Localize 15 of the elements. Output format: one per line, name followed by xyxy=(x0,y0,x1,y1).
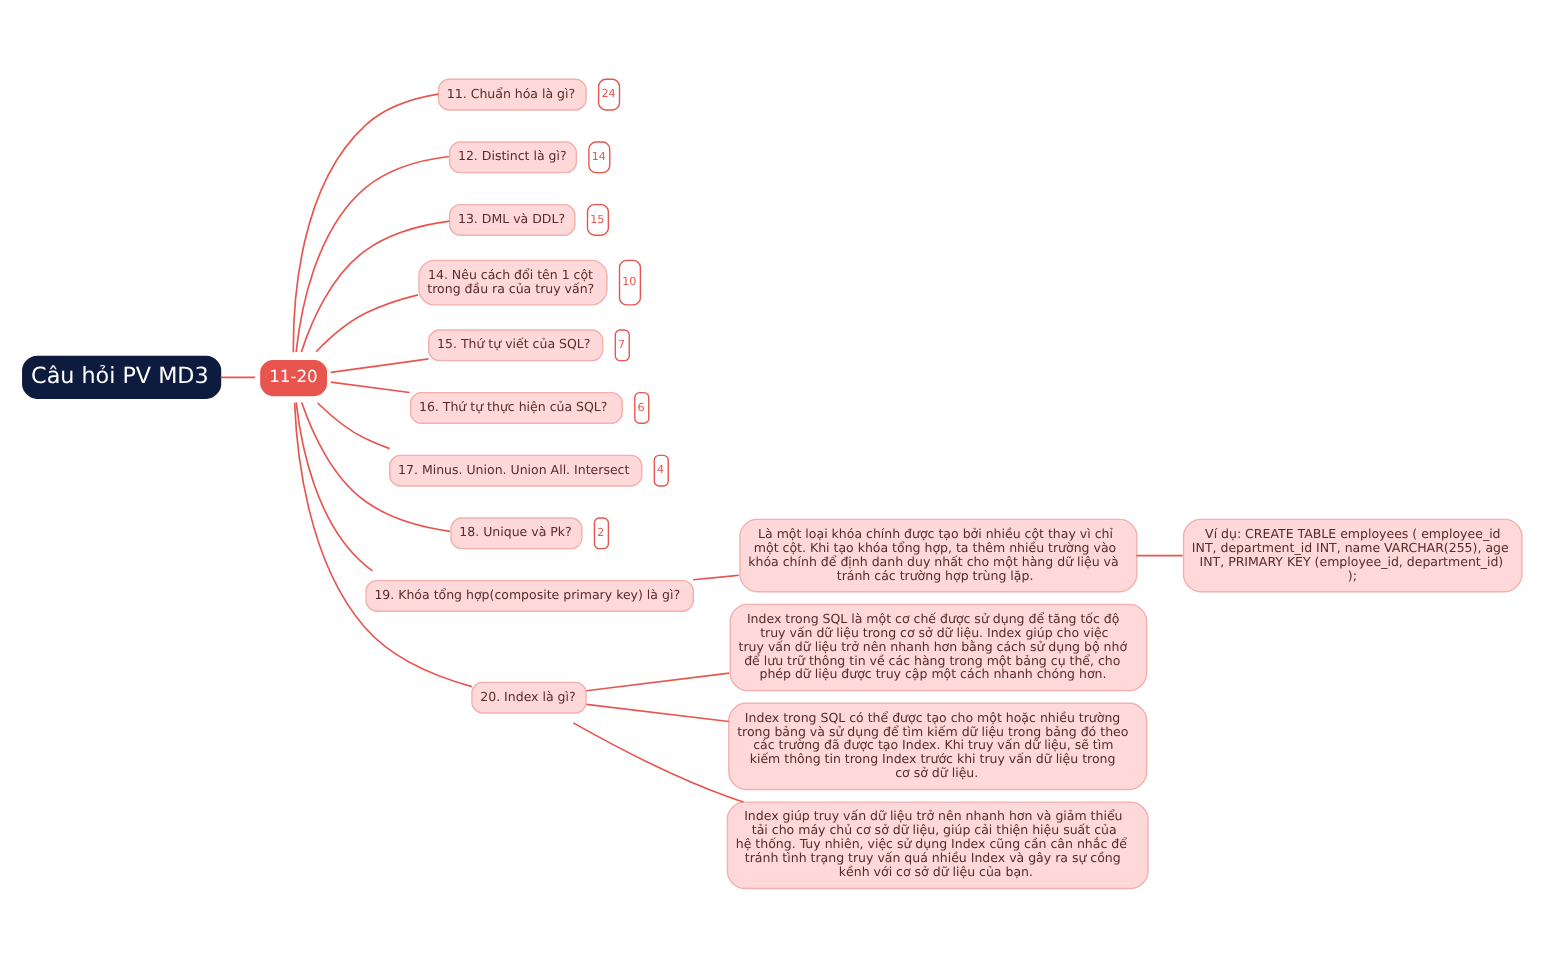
connector xyxy=(329,357,430,373)
connector xyxy=(316,401,391,449)
connector xyxy=(295,400,374,571)
connector xyxy=(585,671,731,691)
connector xyxy=(292,92,440,353)
connector xyxy=(692,573,740,580)
connector xyxy=(1135,553,1184,556)
connector xyxy=(585,702,730,722)
connector xyxy=(295,154,450,352)
connector xyxy=(219,375,256,378)
connector xyxy=(300,400,451,532)
connector xyxy=(315,293,419,352)
connector xyxy=(329,380,411,393)
connector xyxy=(300,219,451,352)
connector xyxy=(293,400,473,687)
